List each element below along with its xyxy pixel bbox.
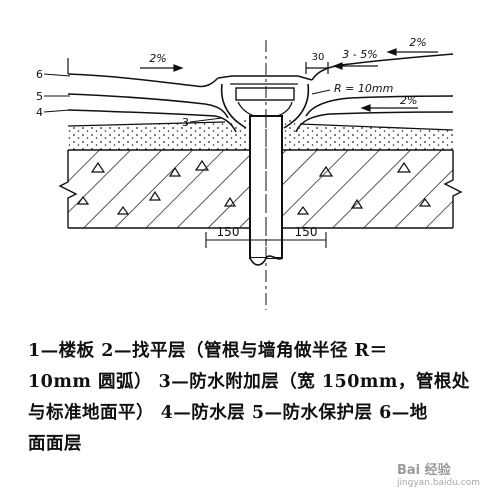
layer-number-4: 4 <box>36 106 43 119</box>
slope-left-label: 2% <box>149 52 166 65</box>
layer-leaders <box>43 73 223 123</box>
dimension-150 <box>205 232 327 248</box>
dim-right-label: 150 <box>295 225 318 239</box>
pipe-penetration-detail-drawing: 150 150 2% 2% 3 - 5% 30 R = 10mm 2% 6 5 … <box>36 36 463 310</box>
caption-line-3: 与标准地面平） 4—防水层 5—防水保护层 6—地 <box>28 403 428 423</box>
watermark-text: Bai 经验 <box>396 463 451 478</box>
slope-arrows <box>140 48 438 112</box>
watermark-url: jingyan.baidu.com <box>396 478 480 488</box>
layer-number-3: 3 <box>182 116 189 129</box>
layer-number-5: 5 <box>36 90 43 103</box>
slope-right-lower-label: 2% <box>400 94 417 107</box>
layer-number-6: 6 <box>36 68 43 81</box>
caption-line-2: 10mm 圆弧） 3—防水附加层（宽 150mm，管根处 <box>28 372 470 392</box>
collar-dim-label: 30 <box>312 52 325 63</box>
caption: 1—楼板 2—找平层（管根与墙角做半径 R＝ 10mm 圆弧） 3—防水附加层（… <box>28 336 478 460</box>
slope-collar-label: 3 - 5% <box>342 48 377 61</box>
pipe-collar <box>217 75 313 129</box>
floor-layers <box>67 53 454 133</box>
slope-right-label: 2% <box>409 36 426 49</box>
caption-line-4: 面面层 <box>28 434 82 454</box>
dim-left-label: 150 <box>217 225 240 239</box>
caption-line-1: 1—楼板 2—找平层（管根与墙角做半径 R＝ <box>28 341 388 361</box>
watermark: Bai 经验 jingyan.baidu.com <box>397 459 480 488</box>
radius-label: R = 10mm <box>334 82 393 95</box>
